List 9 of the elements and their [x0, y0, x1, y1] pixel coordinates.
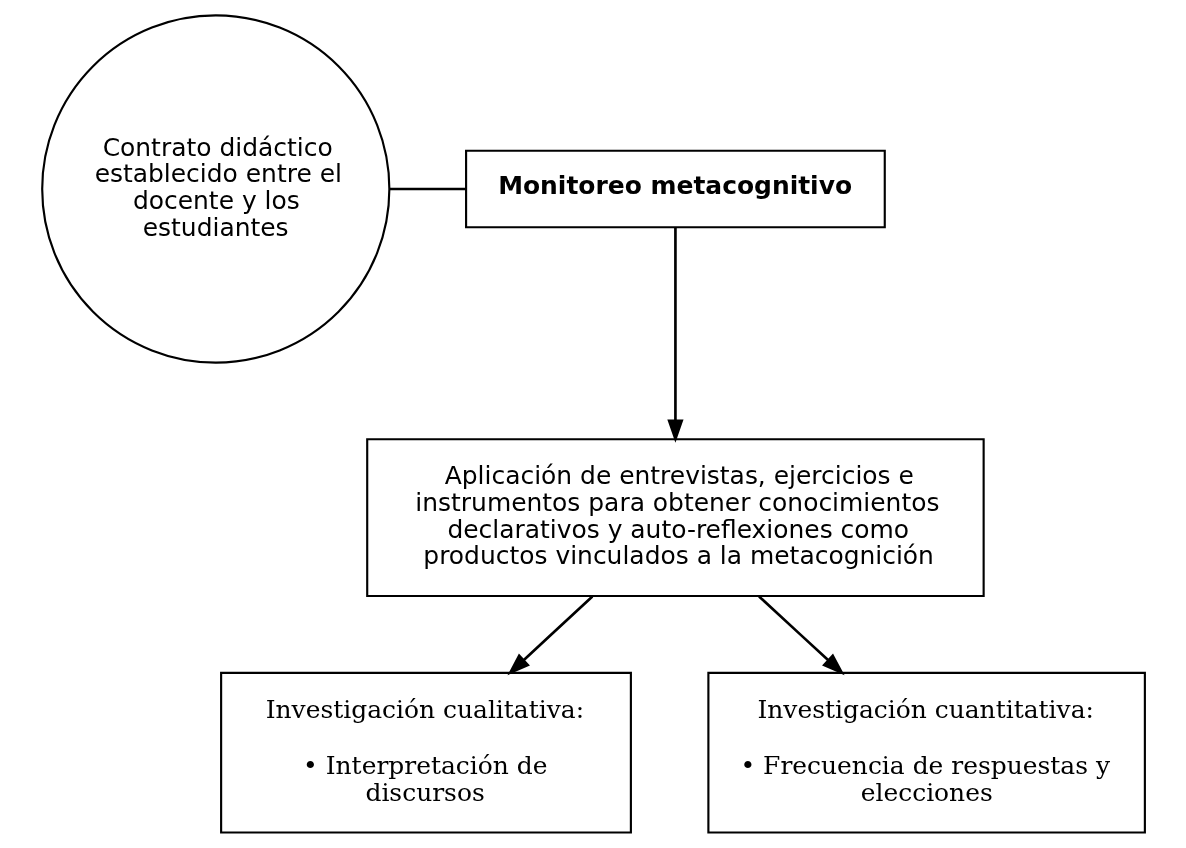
node-box: Monitoreo metacognitivo	[464, 149, 886, 229]
node-circle: Contrato didáctico establecido entre el docente y los estudiantes	[40, 14, 390, 364]
node-box: Aplicación de entrevistas, ejercicios e instrumentos para obtener conocimientos declarativos y auto-reflexiones como productos vinculados a la metacognición	[365, 438, 985, 598]
node-box: Investigación cuantitativa: • Frecuencia de respuestas y elecciones	[706, 671, 1146, 834]
arrow	[506, 595, 593, 676]
arrow	[666, 227, 684, 443]
node-box: Investigación cualitativa: • Interpretación de discursos	[219, 671, 632, 834]
connector	[389, 187, 466, 191]
arrow	[757, 595, 845, 676]
